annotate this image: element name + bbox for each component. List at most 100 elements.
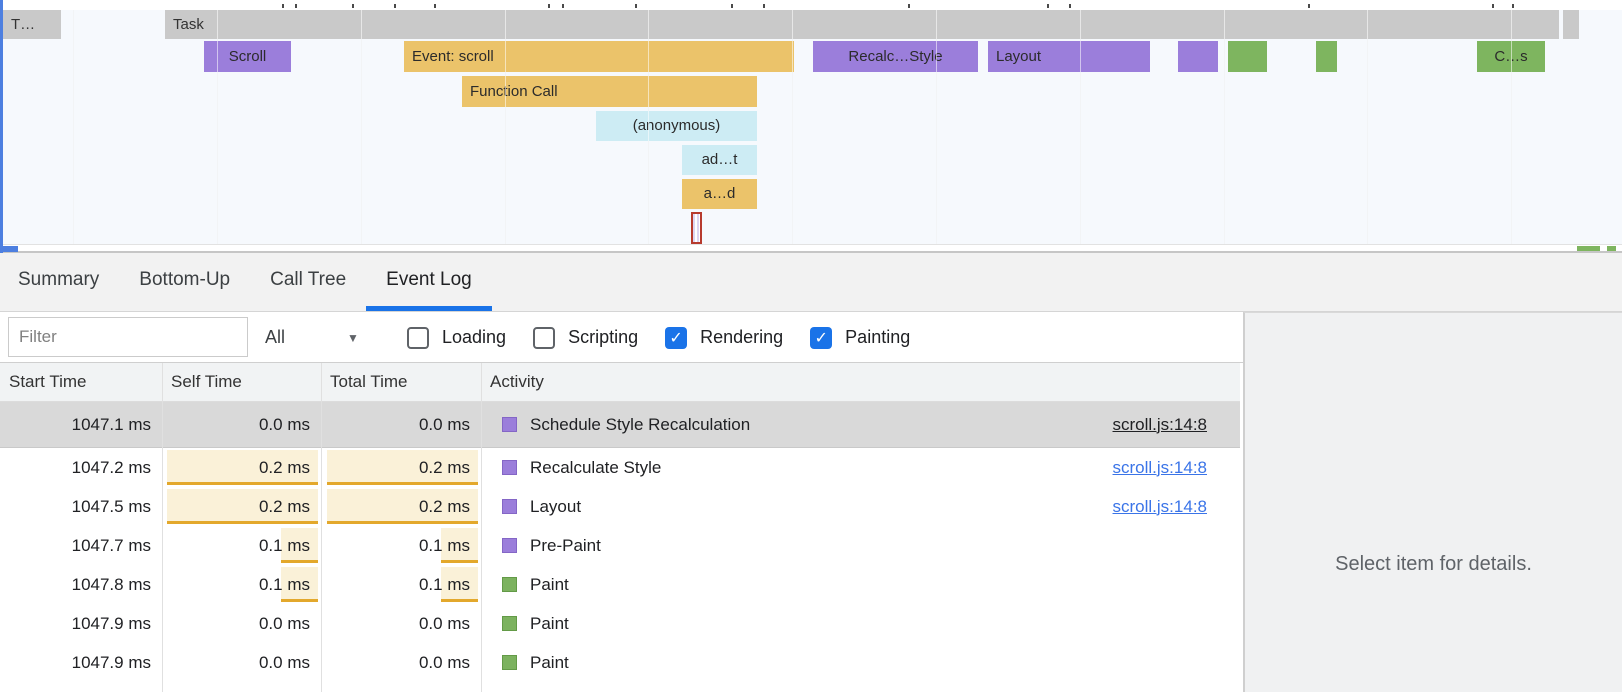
self-time-cell: 0.2 ms [162,448,321,487]
activity-label: Pre-Paint [530,535,601,555]
column-header-start-time[interactable]: Start Time [9,372,87,391]
checkbox-label: Scripting [568,327,639,347]
tab-bottom-up[interactable]: Bottom-Up [139,268,231,290]
filter-input[interactable] [8,317,248,357]
activity-category-icon [502,499,517,514]
column-divider [162,363,163,692]
self-time-cell-value: 0.1 ms [258,535,310,555]
ruler-tick [1308,4,1310,8]
flame-block[interactable]: T… [3,10,61,39]
checkbox-checked-icon[interactable]: ✓ [810,326,833,349]
chevron-down-icon: ▼ [347,330,359,345]
activity-category-icon [502,460,517,475]
ruler-tick [635,4,637,8]
activity-label: Recalculate Style [530,457,662,477]
source-location-link[interactable]: scroll.js:14:8 [1112,457,1207,477]
paint-sliver [1577,246,1600,251]
event-type-select[interactable]: All ▼ [265,312,359,363]
activity-cell: Pre-Paint [481,526,1240,565]
activity-label: Paint [530,652,569,672]
source-location-link[interactable]: scroll.js:14:8 [1112,496,1207,516]
tab-call-tree[interactable]: Call Tree [270,268,347,290]
table-row[interactable]: 1047.5 ms 0.2 ms 0.2 ms Layout scroll.js:14:… [0,487,1240,526]
total-time-cell-value: 0.0 ms [418,613,470,633]
ruler-tick [1047,4,1049,8]
tab-event-log[interactable]: Event Log [366,253,492,311]
column-header-self-time[interactable]: Self Time [171,372,242,391]
activity-label: Layout [530,496,582,516]
total-time-cell-value: 0.1 ms [418,574,470,594]
flame-block[interactable]: (anonymous) [596,111,757,141]
column-header-activity[interactable]: Activity [490,372,544,391]
details-tab-bar: Summary Bottom-Up Call Tree Event Log [0,253,1622,312]
total-time-cell: 0.0 ms [321,402,481,447]
flame-block[interactable] [1178,41,1218,72]
flame-block[interactable] [1321,41,1337,72]
total-time-cell: 0.1 ms [321,565,481,604]
flame-gridline-overlay [1224,10,1225,244]
activity-cell: Paint [481,565,1240,604]
activity-cell: Recalculate Style scroll.js:14:8 [481,448,1240,487]
ruler-tick [731,4,733,8]
time-heat-bar [327,450,478,485]
start-time-cell: 1047.7 ms [0,526,162,565]
self-time-cell-value: 0.2 ms [258,496,310,516]
tab-summary[interactable]: Summary [18,268,100,290]
start-time-value: 1047.7 ms [71,535,151,555]
flame-block[interactable]: Scroll [204,41,291,72]
total-time-cell-value: 0.0 ms [418,652,470,672]
category-checkboxes: Loading Scripting ✓Rendering ✓Painting [407,312,937,363]
self-time-cell-value: 0.0 ms [258,652,310,672]
flame-block[interactable] [1563,10,1579,39]
total-time-cell: 0.0 ms [321,643,481,682]
time-heat-bar [441,528,478,563]
flame-block[interactable]: Recalc…Style [813,41,978,72]
checkbox-unchecked-icon[interactable] [533,326,556,349]
total-time-cell-value: 0.2 ms [418,457,470,477]
time-heat-bar [281,528,318,563]
ruler-tick [548,4,550,8]
ruler-tick [1512,4,1514,8]
self-time-cell: 0.1 ms [162,526,321,565]
flame-block[interactable]: Task [165,10,1559,39]
activity-label: Paint [530,613,569,633]
self-time-cell: 0.0 ms [162,643,321,682]
activity-label: Paint [530,574,569,594]
flame-block[interactable]: Function Call [462,76,757,107]
flame-block[interactable] [1228,41,1267,72]
ruler-tick [1492,4,1494,8]
time-heat-bar [441,567,478,602]
total-time-cell-value: 0.2 ms [418,496,470,516]
ruler-tick [1069,4,1071,8]
flame-block[interactable]: Layout [988,41,1150,72]
checkbox-checked-icon[interactable]: ✓ [665,326,688,349]
activity-label: Schedule Style Recalculation [530,414,751,434]
flame-gridline-overlay [1511,10,1512,244]
checkbox-unchecked-icon[interactable] [407,326,429,349]
ruler-tick [763,4,765,8]
checkbox-painting[interactable]: ✓Painting [810,326,910,349]
source-location-link[interactable]: scroll.js:14:8 [1112,414,1207,434]
ruler-tick [908,4,910,8]
flame-block[interactable]: ad…t [682,145,757,175]
flame-block[interactable]: a…d [682,179,757,209]
flame-chart-bottom-strip [0,244,1622,253]
checkbox-loading[interactable]: Loading [407,326,506,349]
checkbox-scripting[interactable]: Scripting [533,326,639,349]
column-header-total-time[interactable]: Total Time [330,372,408,391]
checkbox-rendering[interactable]: ✓Rendering [665,326,783,349]
event-log-toolbar: All ▼ Loading Scripting ✓Rendering ✓Paintin… [0,312,1243,363]
flame-block[interactable] [691,212,702,244]
flame-block[interactable]: Event: scroll [404,41,794,72]
ruler-tick [562,4,564,8]
start-time-value: 1047.5 ms [71,496,151,516]
